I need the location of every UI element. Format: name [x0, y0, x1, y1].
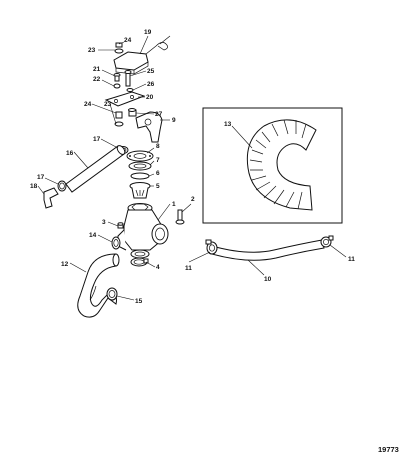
callout-7: 7	[156, 157, 160, 164]
callout-11-left: 11	[185, 265, 192, 272]
part-9-elbow	[135, 111, 163, 143]
part-16-straight-hose	[65, 145, 126, 193]
part-10-hose	[211, 239, 325, 261]
part-11-right-clamp	[320, 235, 334, 248]
part-21-22-pin	[113, 73, 121, 89]
callout-15: 15	[135, 298, 143, 305]
part-6-ring	[130, 172, 150, 180]
callout-22: 22	[93, 76, 101, 83]
part-20-bracket	[104, 91, 146, 107]
callout-26: 26	[147, 81, 155, 88]
callout-10: 10	[264, 276, 272, 283]
callout-20: 20	[146, 94, 154, 101]
callout-6: 6	[156, 170, 160, 177]
callout-17-upper: 17	[93, 136, 101, 143]
callout-23-lower: 23	[104, 101, 112, 108]
callout-9: 9	[172, 117, 176, 124]
callout-numbers: 19 24 23 21 22 25 26 20 24 23 27 9 17 16…	[30, 29, 355, 305]
callout-3: 3	[102, 219, 106, 226]
callout-18: 18	[30, 183, 38, 190]
callout-24-upper: 24	[124, 37, 132, 44]
callout-27: 27	[155, 111, 163, 118]
leader-lines	[37, 35, 347, 301]
callout-5: 5	[156, 183, 160, 190]
detail-box	[202, 107, 343, 224]
part-8-flange	[126, 150, 154, 162]
callout-13: 13	[224, 121, 232, 128]
part-2-plug	[175, 209, 185, 225]
part-11-left-clamp	[205, 239, 218, 255]
part-4-clamp	[130, 257, 149, 267]
part-12-molded-hose	[77, 253, 120, 318]
part-24-23-upper-fasteners	[114, 42, 124, 54]
part-25-bolt	[124, 70, 132, 87]
callout-17-lower: 17	[37, 174, 45, 181]
callout-19: 19	[144, 29, 152, 36]
callout-14: 14	[89, 232, 97, 239]
callout-21: 21	[93, 66, 101, 73]
part-1-housing	[117, 209, 169, 259]
diagram-reference-number: 19773	[378, 445, 399, 454]
part-24-23-lower-fasteners	[114, 111, 124, 127]
part-5-thermostat	[129, 182, 151, 199]
callout-2: 2	[191, 196, 195, 203]
callout-24-lower: 24	[84, 101, 92, 108]
part-15-clamp	[106, 287, 118, 301]
part-13-corrugated-hose	[246, 119, 317, 211]
part-14-clamp	[111, 236, 121, 250]
callout-4: 4	[156, 264, 160, 271]
part-17-lower-clamp	[57, 180, 67, 192]
part-7-gasket	[128, 161, 152, 171]
callout-12: 12	[61, 261, 69, 268]
callout-8: 8	[156, 143, 160, 150]
callout-23-upper: 23	[88, 47, 96, 54]
part-27-nut	[128, 108, 137, 117]
callout-25: 25	[147, 68, 155, 75]
part-19-switch	[113, 35, 171, 75]
callout-11-right: 11	[348, 256, 355, 263]
part-3-bolt	[117, 222, 124, 229]
callout-1: 1	[172, 201, 176, 208]
part-18-small-elbow	[43, 187, 59, 209]
part-26-washer	[126, 88, 134, 92]
callout-16: 16	[66, 150, 74, 157]
